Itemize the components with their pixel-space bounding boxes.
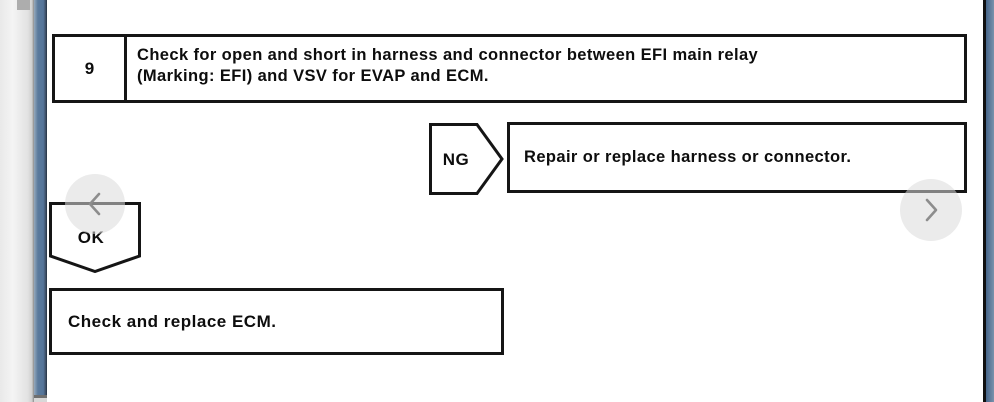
chevron-right-icon — [925, 198, 938, 222]
ng-action-text: Repair or replace harness or connector. — [524, 148, 852, 166]
step-instruction-line-1: Check for open and short in harness and … — [137, 46, 759, 64]
prev-page-button[interactable] — [65, 174, 125, 234]
step-box: 9 Check for open and short in harness an… — [52, 34, 967, 103]
step-instruction: Check for open and short in harness and … — [127, 37, 768, 100]
ng-connector: NG — [429, 123, 504, 195]
page-right-edge-line — [983, 0, 986, 402]
next-page-button[interactable] — [900, 179, 962, 241]
chevron-left-icon — [88, 192, 101, 216]
page-left-edge-bar — [34, 0, 47, 395]
scrollbar-thumb[interactable] — [17, 0, 30, 10]
ng-pentagon-shape — [429, 123, 504, 195]
ng-label: NG — [443, 150, 470, 169]
ok-action-box: Check and replace ECM. — [49, 288, 504, 355]
ng-action-box: Repair or replace harness or connector. — [507, 122, 967, 193]
step-instruction-line-2: (Marking: EFI) and VSV for EVAP and ECM. — [137, 67, 489, 85]
page-left-edge-foot — [34, 398, 47, 402]
step-number: 9 — [55, 37, 127, 100]
left-gutter — [0, 0, 34, 402]
page-right-edge-bar — [986, 0, 994, 402]
ok-action-text: Check and replace ECM. — [68, 311, 277, 331]
page-left-edge-cap — [34, 395, 47, 398]
